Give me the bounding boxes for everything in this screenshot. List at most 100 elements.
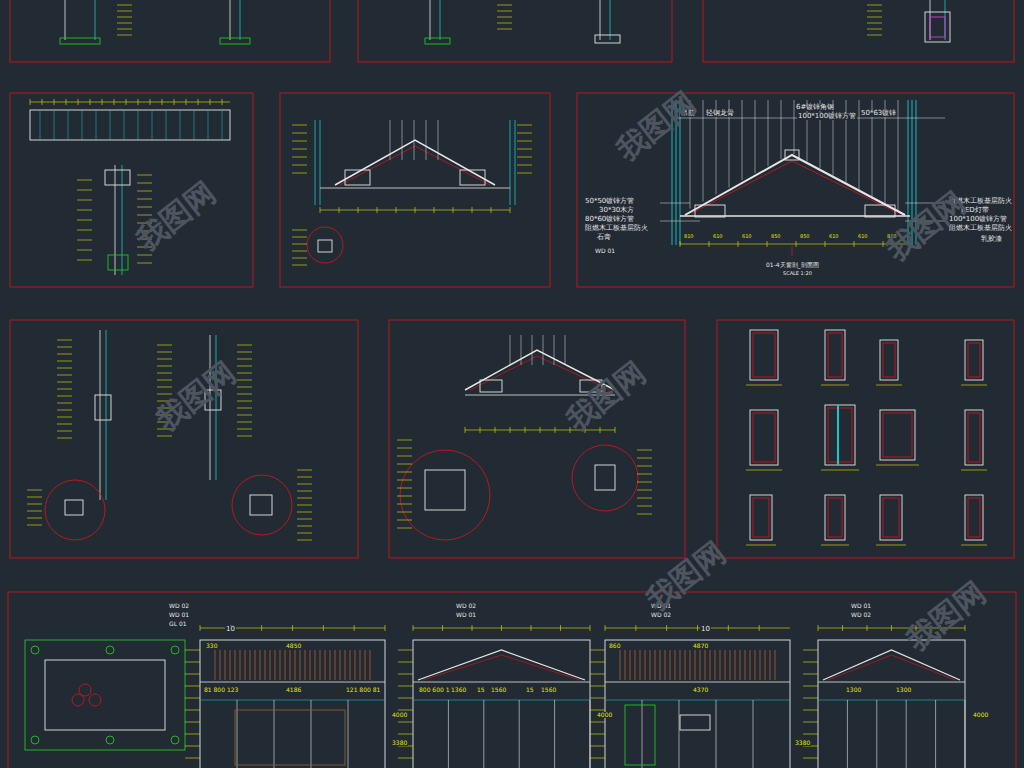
tree-symbol — [31, 646, 39, 654]
sheet-frame — [10, 320, 358, 558]
slat — [685, 650, 686, 680]
leader-line — [297, 512, 312, 513]
drawing-label: 阻燃木工板基层防火 — [584, 225, 649, 232]
door-panel — [828, 333, 842, 377]
leader-line — [803, 758, 818, 759]
leader-line — [237, 345, 252, 346]
drawing-line — [413, 682, 590, 683]
drawing-line — [413, 700, 590, 701]
drawing-line — [166, 110, 167, 140]
leader-line — [57, 424, 72, 425]
tree-symbol — [171, 646, 179, 654]
leader-line — [237, 436, 252, 437]
drawing-label: 330 — [205, 643, 218, 649]
leader-line — [590, 734, 605, 735]
leader-line — [237, 401, 252, 402]
dimension-tick — [495, 427, 496, 433]
drawing-label: 50*63镀锌 — [860, 110, 897, 117]
slat — [215, 650, 216, 680]
drawing-line — [194, 110, 195, 140]
leader-line — [237, 359, 252, 360]
tree-symbol — [72, 694, 84, 706]
dimension-tick — [767, 241, 768, 247]
dimension-tick — [90, 99, 91, 105]
dimension-tick — [555, 427, 556, 433]
leader-line — [590, 698, 605, 699]
drawing-line — [515, 120, 516, 205]
dimension-tick — [200, 625, 201, 631]
drawing-line — [54, 110, 55, 140]
dimension-tick — [891, 625, 892, 631]
leader-line — [297, 519, 312, 520]
drawing-label: 10 — [700, 626, 711, 633]
drawing-line — [818, 682, 965, 683]
drawing-label: 30*30木方 — [598, 207, 635, 214]
drawing-line — [438, 120, 439, 160]
drawing-label: 15 — [476, 687, 486, 693]
leader-line — [292, 133, 307, 134]
drawing-line — [122, 165, 123, 275]
slat — [260, 650, 261, 680]
leader-line — [292, 265, 307, 266]
slat — [765, 650, 766, 680]
drawing-label: 15 — [525, 687, 535, 693]
slat — [275, 650, 276, 680]
leader-line — [517, 149, 532, 150]
slat — [340, 650, 341, 680]
elevation-outline — [413, 640, 590, 768]
dimension-tick — [709, 241, 710, 247]
hanger-rod — [742, 100, 743, 180]
drawing-label: 3380 — [391, 740, 408, 746]
leader-line — [117, 29, 132, 30]
dimension-tick — [261, 625, 262, 631]
dimension-tick — [465, 427, 466, 433]
slat — [225, 650, 226, 680]
dimension-tick — [377, 207, 378, 213]
leader-line — [27, 504, 42, 505]
dimension-tick — [358, 207, 359, 213]
slat — [245, 650, 246, 680]
drawing-line — [230, 0, 231, 40]
leader-line — [185, 662, 200, 663]
leader-line — [157, 366, 172, 367]
dimension-tick — [867, 625, 868, 631]
leader-line — [27, 497, 42, 498]
slat — [670, 650, 671, 680]
door-elevation — [825, 495, 845, 540]
drawing-label: SCALE 1:20 — [782, 271, 813, 276]
dimension-line — [876, 385, 902, 386]
panel-divider — [483, 700, 484, 768]
beam-box — [785, 150, 799, 160]
ground-hatch — [425, 38, 450, 44]
drawing-label: WD 02 — [455, 603, 477, 609]
leader-line — [237, 429, 252, 430]
panel-divider — [753, 700, 754, 768]
leader-line — [292, 244, 307, 245]
drawing-label: 850 — [770, 234, 782, 239]
drawing-label: 1300 — [845, 687, 862, 693]
slat — [265, 650, 266, 680]
drawing-label: 850 — [799, 234, 811, 239]
dimension-tick — [570, 427, 571, 433]
door-elevation — [750, 495, 772, 540]
dimension-tick — [472, 207, 473, 213]
leader-line — [398, 722, 413, 723]
panel-divider — [716, 700, 717, 768]
dimension-tick — [635, 625, 636, 631]
slat — [290, 650, 291, 680]
slat — [760, 650, 761, 680]
leader-line — [77, 240, 92, 241]
slat — [730, 650, 731, 680]
section-box — [108, 255, 128, 270]
dimension-tick — [965, 625, 966, 631]
door-panel — [968, 413, 980, 462]
sheet-frame — [703, 0, 1014, 62]
detail-circle — [400, 450, 490, 540]
slat — [755, 650, 756, 680]
drawing-label: 4186 — [285, 687, 302, 693]
leader-line — [137, 191, 152, 192]
drawing-line — [554, 335, 555, 365]
dimension-tick — [162, 99, 163, 105]
panel-divider — [519, 700, 520, 768]
leader-line — [397, 488, 412, 489]
